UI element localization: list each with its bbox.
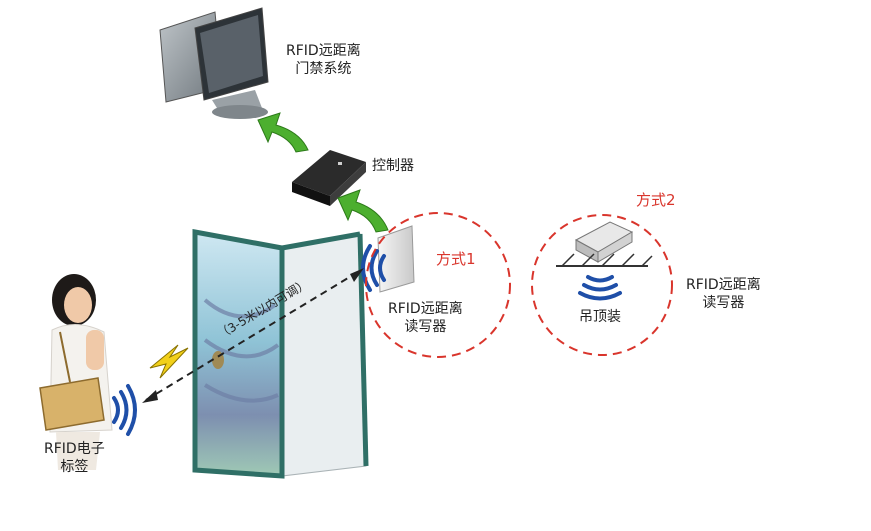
computer-label-line1: RFID远距离	[286, 43, 361, 59]
tag-label: RFID电子 标签	[44, 440, 105, 476]
method2-circle	[531, 214, 673, 356]
signal-waves-icon	[578, 275, 622, 301]
method1-title: 方式1	[436, 250, 476, 268]
method1-reader-line2: 读写器	[404, 319, 447, 335]
right-reader-line2: 读写器	[702, 295, 745, 311]
method2-title: 方式2	[636, 191, 676, 209]
signal-waves-icon	[361, 244, 386, 292]
method1-circle	[365, 212, 511, 358]
tag-label-line2: 标签	[60, 459, 89, 475]
controller-box-icon	[292, 150, 366, 206]
computer-label: RFID远距离 门禁系统	[286, 42, 361, 78]
tag-label-line1: RFID电子	[44, 441, 105, 457]
method2-mount-label: 吊顶装	[579, 309, 621, 325]
ceiling-reader-icon	[556, 221, 653, 267]
signal-waves-icon	[112, 384, 137, 436]
desktop-computer-icon	[159, 7, 269, 119]
green-arrow-icon	[337, 189, 389, 233]
method1-reader-label: RFID远距离 读写器	[388, 300, 463, 336]
person-with-tag	[39, 274, 113, 470]
distance-link	[142, 268, 364, 403]
right-reader-line1: RFID远距离	[686, 277, 761, 293]
green-arrow-icon	[257, 112, 309, 153]
computer-label-line2: 门禁系统	[295, 61, 352, 77]
lightning-icon	[149, 344, 189, 379]
controller-label: 控制器	[372, 158, 414, 174]
method1-reader-line1: RFID远距离	[388, 301, 463, 317]
right-reader-label: RFID远距离 读写器	[686, 276, 761, 312]
